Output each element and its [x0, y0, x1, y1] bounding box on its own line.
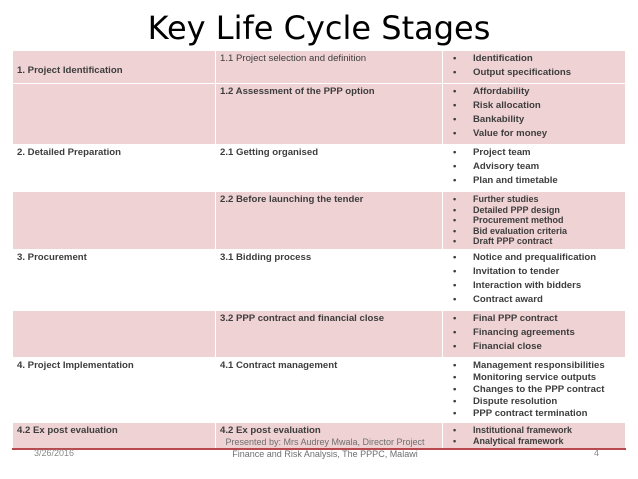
stage-cell: 3. Procurement: [12, 248, 216, 311]
items-cell: Affordability Risk allocation Bankabilit…: [442, 83, 626, 145]
list-item: Plan and timetable: [447, 175, 621, 189]
table-row: 1.2 Assessment of the PPP option Afforda…: [12, 83, 626, 145]
life-cycle-table: 1. Project Identification 1.1 Project se…: [12, 50, 626, 451]
items-cell: Further studies Detailed PPP design Proc…: [442, 191, 626, 250]
list-item: Output specifications: [447, 67, 621, 81]
list-item: Value for money: [447, 128, 621, 142]
stage-cell: 2. Detailed Preparation: [12, 144, 216, 192]
list-item: Risk allocation: [447, 100, 621, 114]
step-cell: 4.2 Ex post evaluation: [215, 421, 443, 451]
list-item: Notice and prequalification: [447, 252, 621, 266]
list-item: Affordability: [447, 86, 621, 100]
items-cell: Institutional framework Analytical frame…: [442, 421, 626, 451]
items-cell: Identification Output specifications: [442, 50, 626, 84]
page-number: 4: [594, 448, 600, 458]
items-cell: Management responsibilities Monitoring s…: [442, 356, 626, 423]
table-row: 2.2 Before launching the tender Further …: [12, 191, 626, 250]
list-item: PPP contract termination: [447, 408, 621, 420]
stage-cell: [12, 309, 216, 358]
list-item: Changes to the PPP contract: [447, 384, 621, 396]
items-cell: Final PPP contract Financing agreements …: [442, 309, 626, 358]
list-item: Institutional framework: [447, 425, 621, 436]
list-item: Contract award: [447, 294, 621, 308]
stage-cell: 1. Project Identification: [12, 50, 216, 84]
step-cell: 3.2 PPP contract and financial close: [215, 309, 443, 358]
presenter-credit: Presented by: Mrs Audrey Mwala, Director…: [225, 437, 425, 459]
stage-cell: [12, 191, 216, 250]
list-item: Final PPP contract: [447, 313, 621, 327]
list-item: Project team: [447, 147, 621, 161]
list-item: Financial close: [447, 341, 621, 355]
stage-cell: 4.2 Ex post evaluation: [12, 421, 216, 451]
table-row: 3. Procurement 3.1 Bidding process Notic…: [12, 248, 626, 311]
list-item: Management responsibilities: [447, 360, 621, 372]
table-row: 4.2 Ex post evaluation 4.2 Ex post evalu…: [12, 421, 626, 451]
list-item: Bid evaluation criteria: [447, 226, 621, 237]
list-item: Advisory team: [447, 161, 621, 175]
list-item: Analytical framework: [447, 436, 621, 447]
step-cell: 2.2 Before launching the tender: [215, 191, 443, 250]
list-item: Bankability: [447, 114, 621, 128]
list-item: Financing agreements: [447, 327, 621, 341]
stage-cell: [12, 83, 216, 145]
list-item: Invitation to tender: [447, 266, 621, 280]
step-cell: 1.2 Assessment of the PPP option: [215, 83, 443, 145]
table-row: 3.2 PPP contract and financial close Fin…: [12, 309, 626, 358]
step-cell: 3.1 Bidding process: [215, 248, 443, 311]
step-text: 1.1 Project selection and definition: [220, 53, 367, 64]
footer-date: 3/26/2016: [34, 448, 75, 458]
step-cell: 1.1 Project selection and definition: [215, 50, 443, 84]
items-cell: Notice and prequalification Invitation t…: [442, 248, 626, 311]
list-item: Draft PPP contract: [447, 236, 621, 247]
list-item: Dispute resolution: [447, 396, 621, 408]
table-row: 4. Project Implementation 4.1 Contract m…: [12, 356, 626, 423]
slide-title: Key Life Cycle Stages: [147, 9, 491, 47]
step-cell: 4.1 Contract management: [215, 356, 443, 423]
list-item: Monitoring service outputs: [447, 372, 621, 384]
step-cell: 2.1 Getting organised: [215, 144, 443, 192]
list-item: Further studies: [447, 194, 621, 205]
stage-cell: 4. Project Implementation: [12, 356, 216, 423]
list-item: Interaction with bidders: [447, 280, 621, 294]
list-item: Procurement method: [447, 215, 621, 226]
table-row: 2. Detailed Preparation 2.1 Getting orga…: [12, 144, 626, 192]
items-cell: Project team Advisory team Plan and time…: [442, 144, 626, 192]
list-item: Identification: [447, 53, 621, 67]
list-item: Detailed PPP design: [447, 205, 621, 216]
table-row: 1. Project Identification 1.1 Project se…: [12, 50, 626, 84]
